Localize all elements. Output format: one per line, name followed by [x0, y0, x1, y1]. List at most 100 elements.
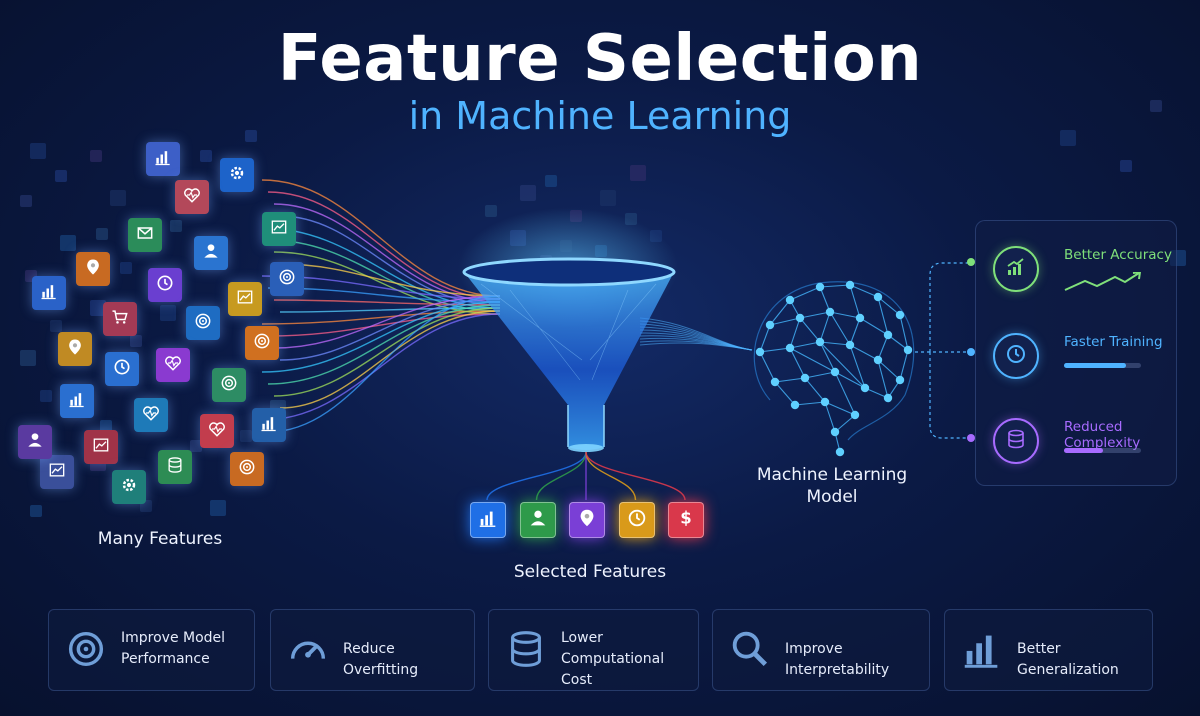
brain-link [849, 317, 861, 346]
brain-node [785, 295, 795, 305]
heart-icon [207, 419, 227, 444]
feature-tile [103, 302, 137, 336]
benefit-label: Reduced Complexity [1064, 419, 1141, 451]
feature-tile [175, 180, 209, 214]
benefit-progress-fill [1064, 448, 1103, 453]
magnifier-icon [727, 626, 775, 674]
brain-node [765, 320, 775, 330]
brain-link [819, 311, 831, 343]
benefit-connectors [915, 258, 975, 442]
selected-feature-tile [470, 502, 506, 538]
feature-stream-line [279, 263, 501, 297]
brain-link [804, 371, 836, 379]
feature-tile [148, 268, 182, 302]
target-icon [63, 626, 111, 674]
target-icon [252, 331, 272, 356]
brain-link [849, 344, 879, 361]
bar-chart-icon [259, 413, 279, 438]
heart-icon [163, 353, 183, 378]
feature-tile [76, 252, 110, 286]
brain-link [829, 311, 861, 319]
user-icon [527, 507, 549, 534]
feature-tile [156, 348, 190, 382]
brain-link [789, 347, 806, 379]
brain-link [819, 286, 831, 313]
feature-tile [252, 408, 286, 442]
feature-tile [158, 450, 192, 484]
background-square [190, 440, 202, 452]
brain-node [855, 313, 865, 323]
brain-node [830, 367, 840, 377]
brain-link [819, 341, 836, 373]
location-pin-icon [65, 337, 85, 362]
benefit-card: Improve Model Performance [48, 609, 255, 691]
database-icon [165, 455, 185, 480]
brain-link [774, 381, 796, 406]
brain-node [873, 355, 883, 365]
brain-link [829, 311, 851, 346]
background-square [170, 220, 182, 232]
background-square [130, 335, 142, 347]
brain-link [877, 334, 889, 361]
trend-up-icon [1004, 255, 1028, 284]
brain-link [759, 351, 776, 383]
selected-features-label: Selected Features [513, 562, 667, 582]
background-square [96, 228, 108, 240]
clock-icon [626, 507, 648, 534]
funnel-brain-line [639, 342, 753, 351]
brain-link [849, 284, 879, 298]
brain-link [799, 317, 821, 343]
feature-tile [212, 368, 246, 402]
background-square [30, 143, 46, 159]
background-square [485, 205, 497, 217]
background-square [90, 150, 102, 162]
background-square [240, 430, 252, 442]
brain-link [799, 311, 831, 319]
feature-stream-line [267, 295, 501, 433]
benefit-card-text: Reduce Overfitting [343, 641, 419, 678]
target-icon [219, 373, 239, 398]
heart-icon [182, 185, 202, 210]
target-icon [193, 311, 213, 336]
brain-link [759, 324, 771, 353]
gear-icon [227, 163, 247, 188]
brain-link [774, 377, 806, 383]
background-square [20, 350, 36, 366]
chart-box-icon [91, 435, 111, 460]
brain-link [794, 401, 826, 406]
background-square [60, 235, 76, 251]
feature-tile [186, 306, 220, 340]
feature-tile [200, 414, 234, 448]
mail-icon [135, 223, 155, 248]
funnel-brain-line [639, 337, 753, 351]
feature-stream-line [273, 307, 501, 397]
background-square [600, 190, 616, 206]
feature-tile [18, 425, 52, 459]
feature-tile [128, 218, 162, 252]
clock-icon [112, 357, 132, 382]
brain-outline [753, 281, 915, 441]
brain-node [895, 310, 905, 320]
many-features-label: Many Features [97, 529, 223, 549]
background-square [40, 390, 52, 402]
connector-dot [967, 258, 975, 266]
selected-feature-tile: $ [668, 502, 704, 538]
brain-link [877, 359, 889, 399]
benefit-card-text: Better Generalization [1017, 641, 1119, 678]
database-icon [503, 626, 551, 674]
benefit-label: Better Accuracy [1064, 247, 1172, 263]
brain-network-icon [753, 280, 915, 457]
feature-tile [228, 282, 262, 316]
brain-node [815, 282, 825, 292]
brain-link [804, 377, 826, 403]
brain-link [824, 401, 836, 433]
feature-tile [105, 352, 139, 386]
background-square [630, 165, 646, 181]
selected-feature-tile [618, 502, 655, 538]
brain-node [860, 383, 870, 393]
feature-tile [245, 326, 279, 360]
funnel-icon [458, 208, 678, 452]
brain-link [877, 296, 901, 316]
brain-link [789, 286, 821, 301]
